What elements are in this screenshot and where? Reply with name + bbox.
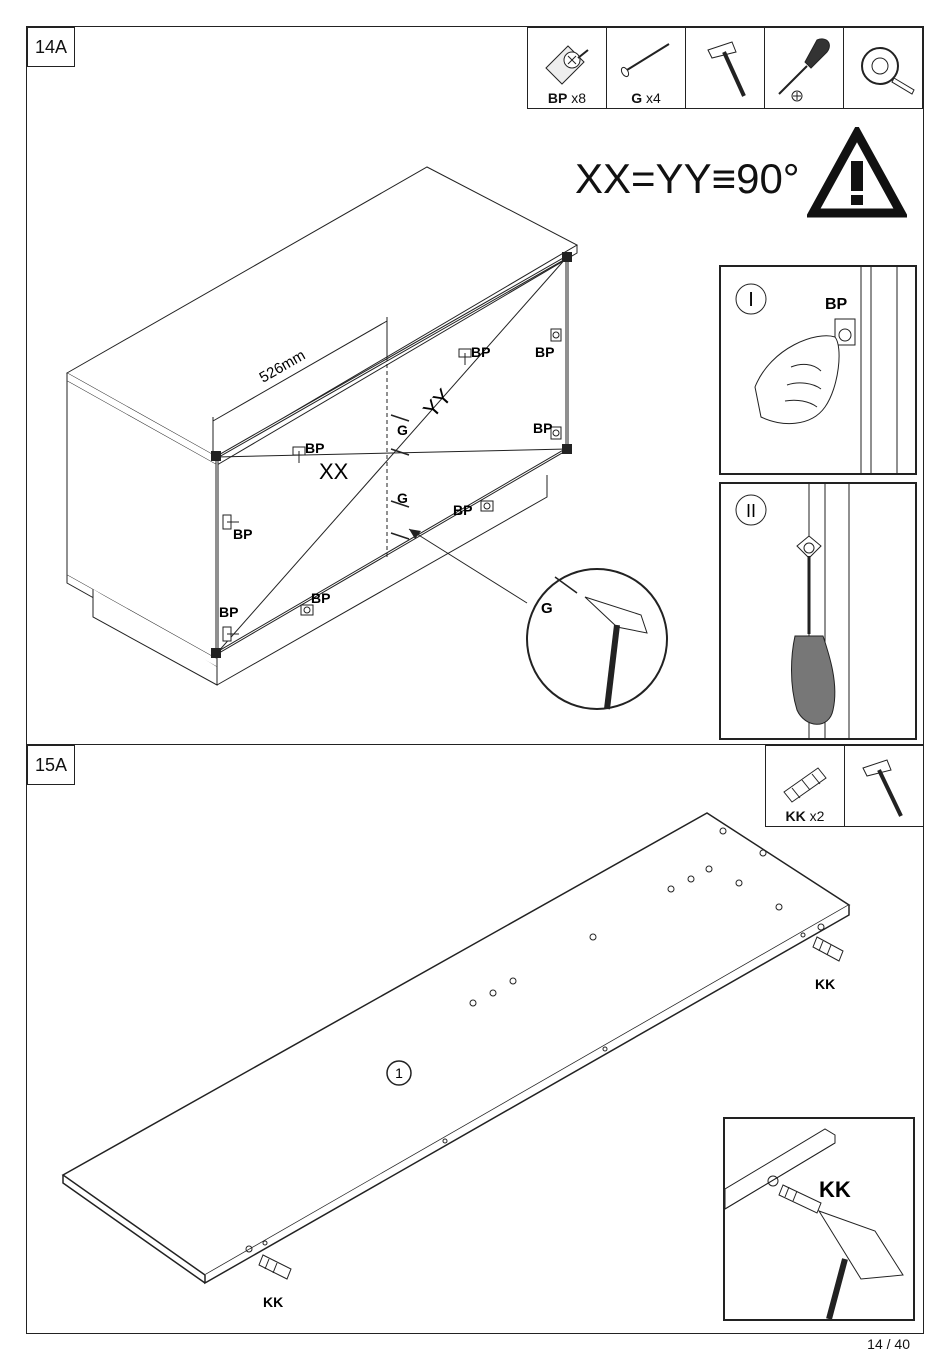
part-number: 1 <box>395 1065 403 1081</box>
corner-block <box>211 451 221 461</box>
diagonal-yy-label: YY <box>418 384 456 423</box>
corner-block <box>211 648 221 658</box>
tool-hammer <box>685 28 764 108</box>
bp-label: BP <box>825 296 848 313</box>
bp-label: BP <box>305 440 324 456</box>
bp-label: BP <box>219 604 238 620</box>
step-label: 14A <box>27 27 75 67</box>
step-14a-toolbox: BP x8 G x4 <box>527 27 923 109</box>
dowel <box>259 1255 291 1279</box>
hand-pressing-bracket-illustration: I BP <box>721 267 915 473</box>
dowel-hammer-illustration: KK <box>725 1119 913 1319</box>
tool-qty: x4 <box>646 90 661 106</box>
nail-detail-magnifier <box>527 569 667 709</box>
dowel <box>813 937 843 961</box>
bp-label: BP <box>453 502 472 518</box>
inset-dowel-detail: KK <box>723 1117 915 1321</box>
bracket-plate <box>481 501 493 511</box>
g-label: G <box>397 490 408 506</box>
bracket-plate <box>223 627 239 641</box>
step-numeral: II <box>746 501 756 521</box>
kk-label: KK <box>263 1294 283 1310</box>
tape-measure-icon <box>844 28 922 108</box>
step-14a-panel: 14A BP x8 G x4 <box>26 26 924 746</box>
bp-label: BP <box>533 420 552 436</box>
step-15a-panel: 15A KK x2 <box>26 744 924 1334</box>
nail <box>391 415 409 421</box>
bracket-plate <box>551 427 561 439</box>
nail <box>391 533 409 539</box>
nail <box>391 449 409 455</box>
step-numeral: I <box>748 289 754 311</box>
tool-screwdriver <box>764 28 843 108</box>
diagonal-xx-label: XX <box>319 459 349 484</box>
corner-block <box>562 444 572 454</box>
inset-step-ii: II <box>719 482 917 740</box>
tool-code: G <box>631 90 642 106</box>
g-label: G <box>397 422 408 438</box>
bp-label: BP <box>471 344 490 360</box>
page-number: 14 / 40 <box>867 1336 910 1352</box>
corner-block <box>562 252 572 262</box>
tool-qty: x8 <box>571 90 586 106</box>
tool-code: BP <box>548 90 567 106</box>
bracket-plate <box>293 447 305 463</box>
bp-label: BP <box>311 590 330 606</box>
screwdriver-icon <box>765 28 843 108</box>
hammer-icon <box>686 28 764 108</box>
kk-label: KK <box>819 1177 851 1202</box>
kk-label: KK <box>815 976 835 992</box>
inset-step-i: I BP <box>719 265 917 475</box>
bracket-plate <box>551 329 561 341</box>
g-label: G <box>541 600 553 617</box>
screwdriver-fixing-illustration: II <box>721 484 915 738</box>
bp-label: BP <box>535 344 554 360</box>
cabinet-back-diagram: 526mm XX YY BP BP BP BP BP BP BP BP G G <box>57 157 697 717</box>
warning-triangle-icon <box>807 127 907 219</box>
tool-bp: BP x8 <box>528 28 606 108</box>
bracket-plate <box>459 349 471 365</box>
bracket-plate <box>301 605 313 615</box>
tool-tape <box>843 28 922 108</box>
tool-g: G x4 <box>606 28 685 108</box>
bp-label: BP <box>233 526 252 542</box>
